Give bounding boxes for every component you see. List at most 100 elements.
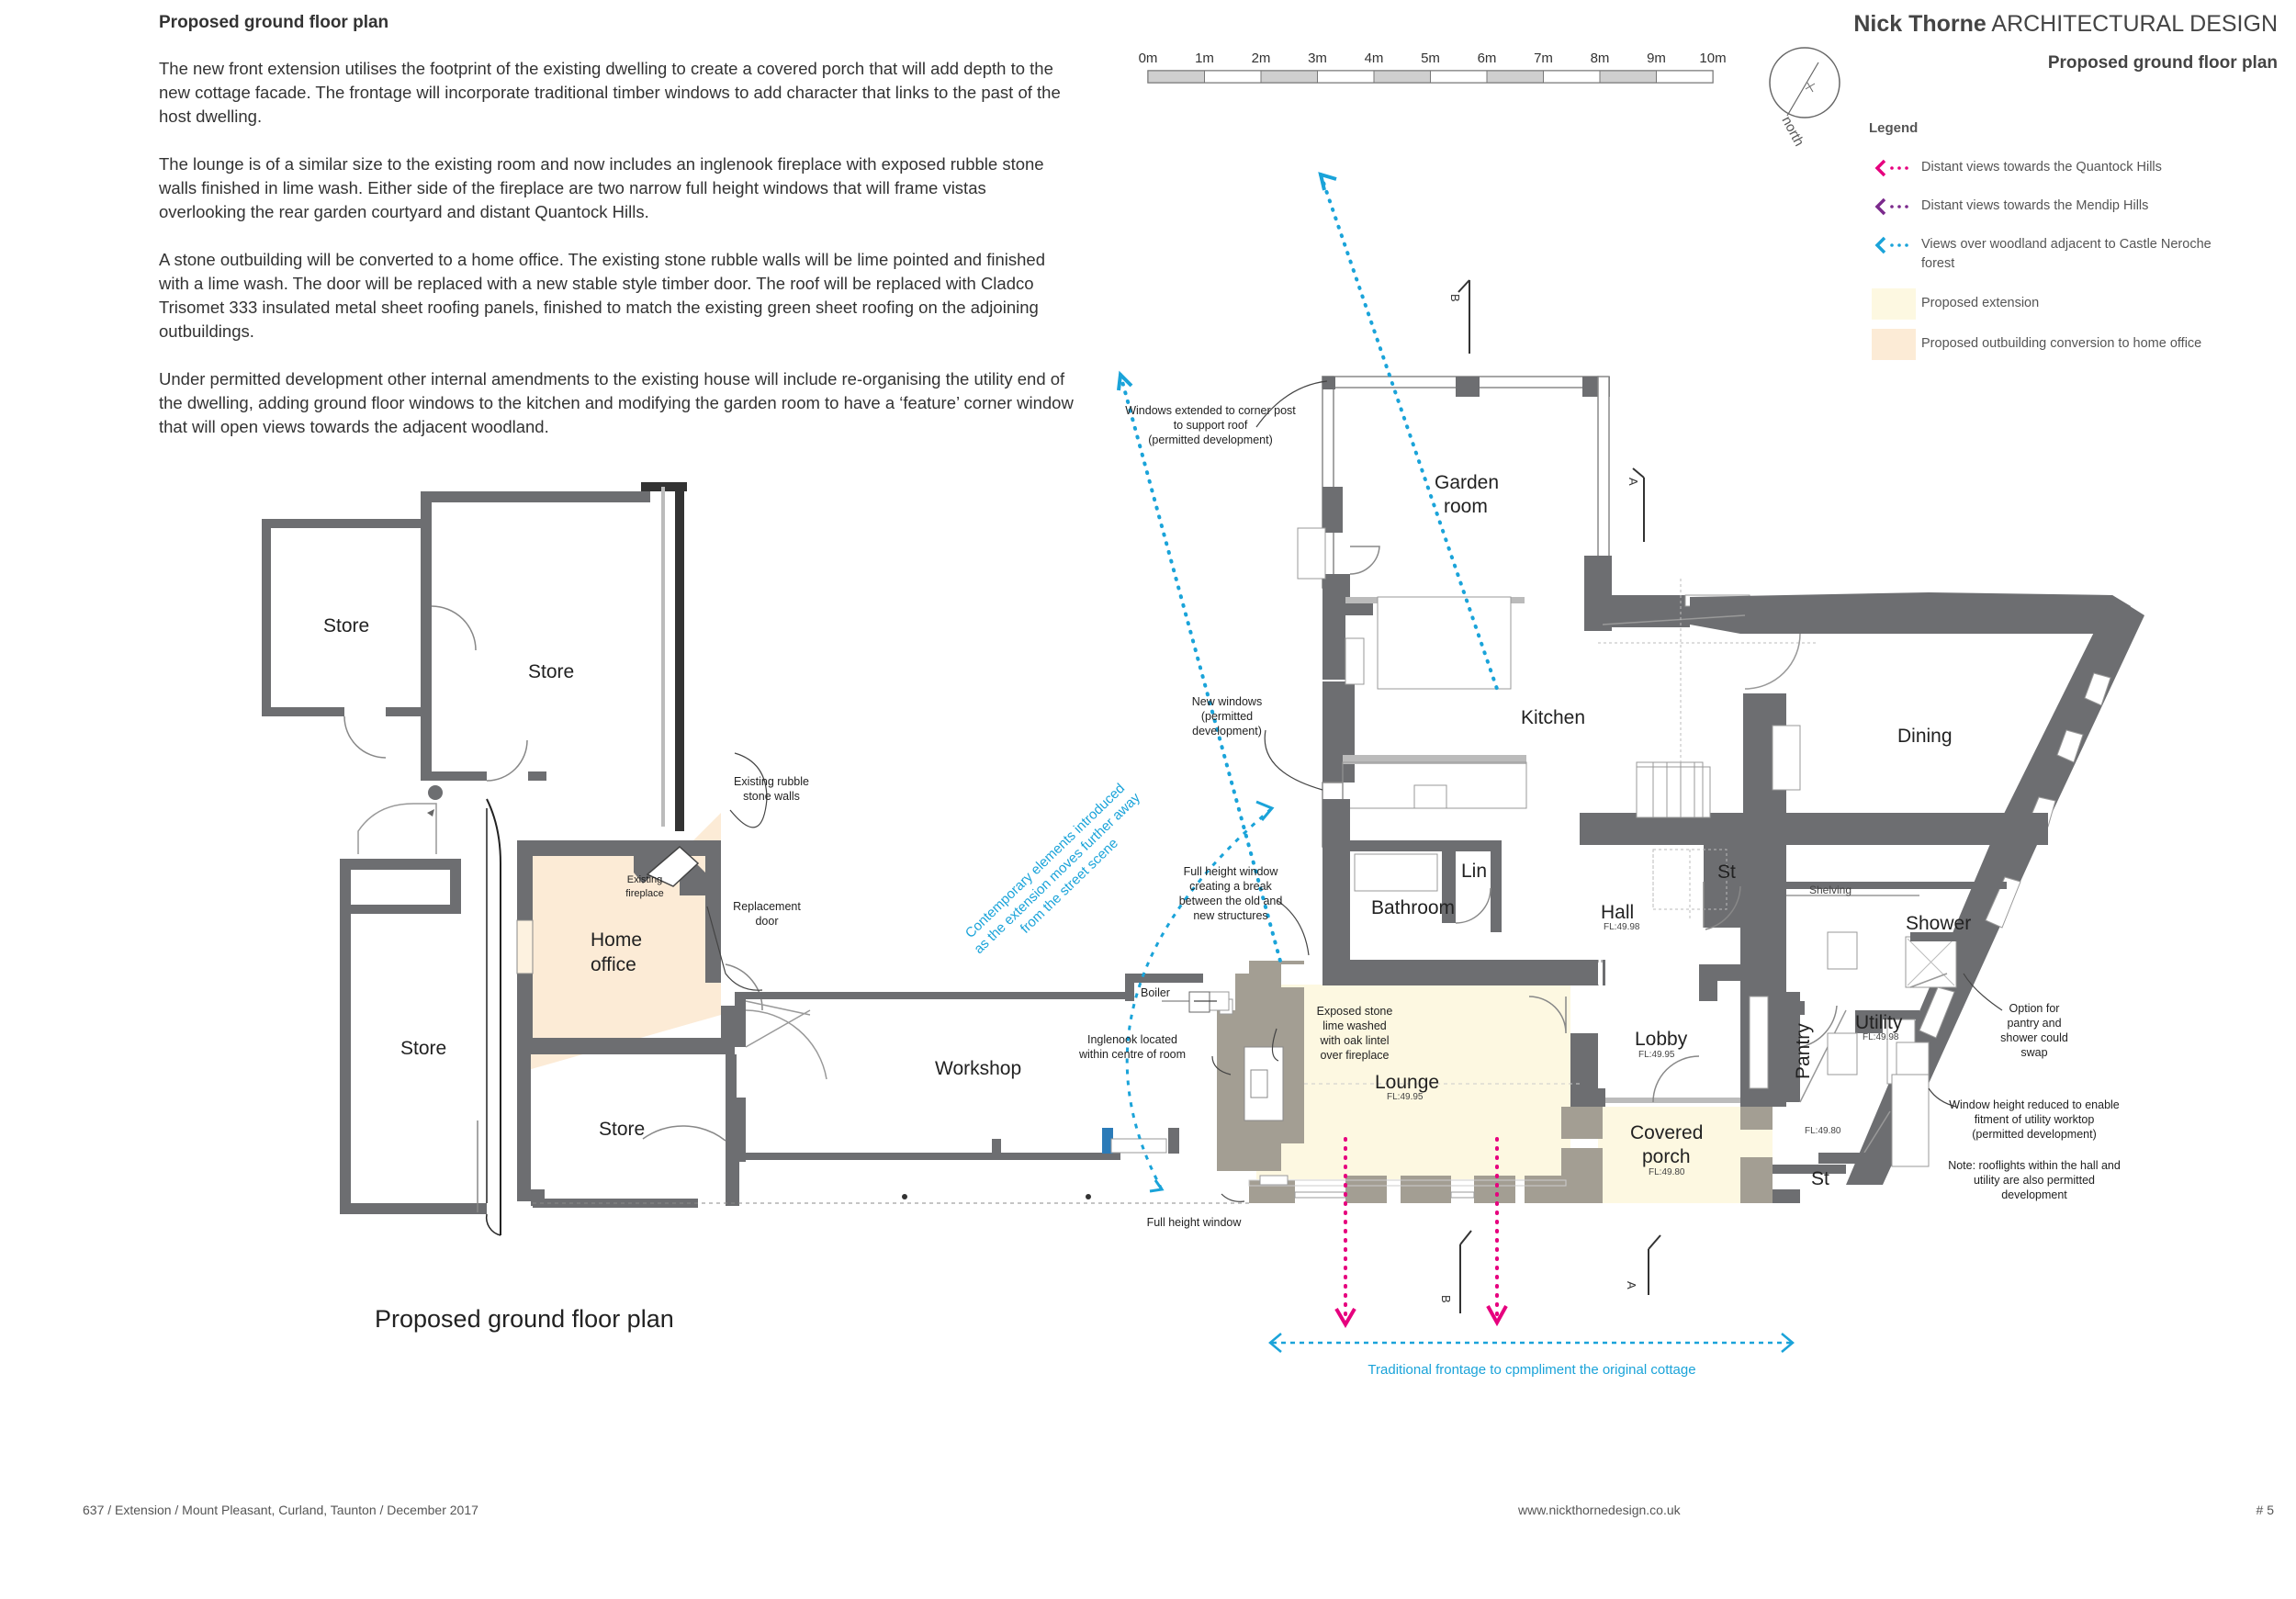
- svg-text:FL:49.80: FL:49.80: [1649, 1167, 1685, 1177]
- annotation-line: Replacement: [733, 900, 801, 913]
- room-dining: Dining: [1897, 726, 1953, 747]
- annotation-line: pantry and: [2007, 1017, 2061, 1030]
- room-lounge: Lounge: [1375, 1072, 1439, 1093]
- page-title: Proposed ground floor plan: [159, 13, 389, 32]
- brand-name: Nick Thorne ARCHITECTURAL DESIGN: [1853, 11, 2278, 37]
- view-arrows: [1117, 172, 1795, 1353]
- room-home-office-2: office: [591, 954, 636, 975]
- annotation-line: lime washed: [1322, 1019, 1387, 1032]
- svg-text:Contemporary elements introduc: Contemporary elements introducedas the e…: [959, 777, 1155, 970]
- main-house: [1162, 279, 2144, 1313]
- scale-label: 2m: [1252, 51, 1271, 66]
- extension-swatch: [1872, 288, 1916, 320]
- annotation-line: swap: [2020, 1046, 2047, 1059]
- annotation-line: Option for: [2009, 1002, 2060, 1015]
- scale-segment: [1204, 70, 1262, 84]
- scale-label: 10m: [1699, 51, 1726, 66]
- svg-text:FL:49.95: FL:49.95: [1387, 1092, 1424, 1102]
- annotation-line: fitment of utility worktop: [1975, 1113, 2095, 1126]
- svg-text:FL:49.95: FL:49.95: [1638, 1050, 1675, 1060]
- blue-arrow-icon: [1874, 236, 1908, 254]
- note-boiler: Boiler: [1141, 986, 1170, 999]
- office-swatch: [1872, 329, 1916, 360]
- legend-label: Distant views towards the Mendip Hills: [1921, 198, 2149, 213]
- room-pantry: Pantry: [1793, 1023, 1814, 1079]
- scale-label: 9m: [1647, 51, 1666, 66]
- section-marks: B A B A: [1439, 294, 1640, 1303]
- scale-label: 1m: [1195, 51, 1214, 66]
- annotation-line: Exposed stone: [1317, 1005, 1393, 1018]
- footer-website[interactable]: www.nickthornedesign.co.uk: [1518, 1503, 1681, 1517]
- annotation-line: (permitted: [1201, 710, 1253, 723]
- room-home-office-1: Home: [591, 929, 642, 951]
- legend-item-quantock: Distant views towards the Quantock Hills: [1864, 158, 2250, 198]
- annotation-line: creating a break: [1189, 880, 1272, 893]
- scale-segment: [1599, 70, 1657, 84]
- purple-arrow-icon: [1874, 197, 1908, 216]
- annotation-line: over fireplace: [1320, 1049, 1389, 1062]
- annotation-line: development: [2001, 1188, 2067, 1201]
- annotation-line: Inglenook located: [1087, 1033, 1177, 1046]
- room-shower: Shower: [1906, 913, 1971, 934]
- annotation-line: (permitted development): [1972, 1128, 2096, 1141]
- scale-segment: [1486, 70, 1544, 84]
- scale-segment: [1317, 70, 1375, 84]
- paragraph-permitted: Under permitted development other intern…: [159, 369, 1074, 436]
- frontage-label: Traditional frontage to cpmpliment the o…: [1367, 1362, 1695, 1378]
- annotation-line: within centre of room: [1078, 1048, 1186, 1061]
- note-inglenook: Inglenook located within centre of room: [1078, 1033, 1186, 1061]
- room-store-2: Store: [528, 661, 574, 682]
- room-store-3: Store: [400, 1038, 446, 1059]
- scale-segment: [1656, 70, 1714, 84]
- room-lobby: Lobby: [1635, 1029, 1688, 1050]
- paragraph-porch: The new front extension utilises the foo…: [159, 59, 1061, 126]
- annotation-line: door: [755, 915, 778, 928]
- annotation-line: fireplace: [625, 888, 664, 899]
- annotation-line: Existing rubble: [734, 775, 809, 788]
- room-workshop: Workshop: [935, 1058, 1021, 1079]
- annotation-line: to support roof: [1174, 419, 1248, 432]
- annotation-line: Full height window: [1147, 1216, 1243, 1229]
- shelving-label: Shelving: [1809, 884, 1851, 896]
- north-label: north: [1778, 114, 1806, 149]
- annotation-line: Full height window: [1184, 865, 1279, 878]
- svg-text:B: B: [1448, 294, 1462, 302]
- scale-label: 6m: [1478, 51, 1497, 66]
- footer-project: 637 / Extension / Mount Pleasant, Curlan…: [83, 1503, 478, 1517]
- scale-label: 0m: [1139, 51, 1158, 66]
- outbuildings: [262, 482, 1249, 1236]
- annotation-line: as the extension moves further away: [971, 790, 1143, 957]
- room-garden-1: Garden: [1435, 472, 1499, 493]
- annotation-line: utility are also permitted: [1974, 1174, 2095, 1187]
- scale-label: 3m: [1308, 51, 1327, 66]
- svg-text:FL:49.98: FL:49.98: [1604, 922, 1640, 932]
- room-store-1: Store: [323, 615, 369, 636]
- legend-label: Proposed extension: [1921, 296, 2040, 310]
- scale-label: 4m: [1365, 51, 1384, 66]
- legend-label: Distant views towards the Quantock Hills: [1921, 160, 2162, 175]
- annotation-line: between the old and: [1179, 895, 1283, 907]
- svg-text:FL:49.80: FL:49.80: [1805, 1126, 1841, 1136]
- svg-text:B: B: [1439, 1295, 1453, 1303]
- floor-levels: FL:49.98 FL:49.98 FL:49.95 FL:49.95 FL:4…: [1387, 922, 1899, 1177]
- room-garden-2: room: [1444, 496, 1488, 517]
- room-lin: Lin: [1461, 861, 1487, 882]
- svg-text:FL:49.98: FL:49.98: [1863, 1032, 1899, 1042]
- sheet-subtitle: Proposed ground floor plan: [2047, 53, 2278, 73]
- svg-text:A: A: [1625, 1281, 1638, 1289]
- note-existing-fireplace: Existing fireplace: [625, 874, 664, 899]
- annotation-line: Existing: [627, 874, 663, 885]
- room-bathroom: Bathroom: [1371, 897, 1455, 918]
- legend-item-mendip: Distant views towards the Mendip Hills: [1864, 197, 2250, 237]
- room-store-4: Store: [599, 1119, 645, 1140]
- note-full-height-window: Full height window: [1147, 1216, 1243, 1229]
- room-porch-2: porch: [1642, 1146, 1691, 1167]
